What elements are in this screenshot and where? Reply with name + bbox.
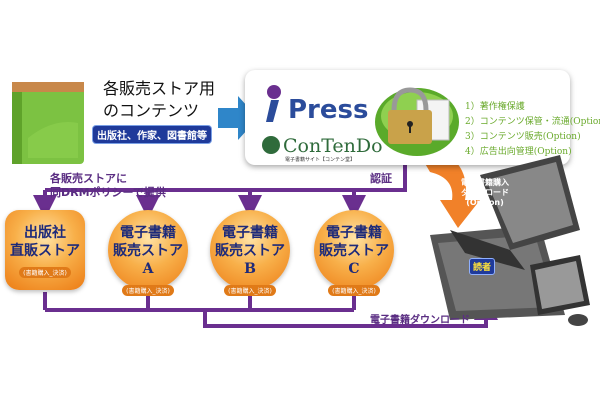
dl-line3: (Option) [466,198,504,207]
contendo-label: ConTenDo [283,135,383,157]
store-b: 電子書籍 販売ストアB (書籍購入_決済) [210,210,290,296]
padlock-icon [375,87,459,156]
store-publisher-direct: 出版社 直販ストア (書籍購入_決済) [5,210,85,290]
source-title-line2: のコンテンツ [103,101,200,120]
purchase-download-label: 電子書籍購入 ダウンロード (Option) [452,178,518,208]
drm-line1: 各販売ストアに [50,172,127,185]
store-a: 電子書籍 販売ストアA (書籍購入_決済) [108,210,188,296]
drm-policy-label: 各販売ストアに 同DRMポリシーで提供 [50,172,166,200]
store-line2: 販売ストアC [319,243,389,277]
dl-line2: ダウンロード [461,188,509,197]
orange-arrow-icon [420,155,480,228]
store-line1: 電子書籍 [326,225,382,241]
store-sub: (書籍購入_決済) [19,267,71,278]
store-line2: 直販ストア [10,243,80,259]
store-line1: 出版社 [24,225,66,241]
store-sub: (書籍購入_決済) [328,285,380,296]
contendo-emblem-icon [262,136,280,154]
store-sub: (書籍購入_決済) [122,285,174,296]
store-line2: 販売ストアA [113,243,183,277]
source-title-line1: 各販売ストア用 [103,79,216,98]
store-line2: 販売ストアB [215,243,285,277]
source-content-title: 各販売ストア用 のコンテンツ [103,78,215,122]
drm-line2: 同DRMポリシーで提供 [50,186,166,199]
feature-item: 3）コンテンツ販売(Option) [465,132,581,142]
contendo-subtitle: 電子書籍サイト【コンテン堂】 [285,157,356,163]
ipress-logo-icon [266,85,281,122]
auth-label: 認証 [370,172,392,185]
dl-line1: 電子書籍購入 [461,178,509,187]
store-c: 電子書籍 販売ストアC (書籍購入_決済) [314,210,394,296]
source-badge: 出版社、作家、図書館等 [92,125,212,144]
reader-devices-icon [430,155,590,326]
ipress-label: Press [288,95,369,125]
store-line1: 電子書籍 [222,225,278,241]
download-connector [43,292,488,328]
feature-item: 2）コンテンツ保管・流通(Option) [465,117,600,127]
book-icon [12,82,84,164]
store-sub: (書籍購入_決済) [224,285,276,296]
reader-badge: 読者 [469,258,496,275]
ebook-download-label: 電子書籍ダウンロード [370,315,470,326]
feature-item: 1）著作権保護 [465,102,525,112]
feature-item: 4）広告出向管理(Option) [465,147,572,157]
store-line1: 電子書籍 [120,225,176,241]
